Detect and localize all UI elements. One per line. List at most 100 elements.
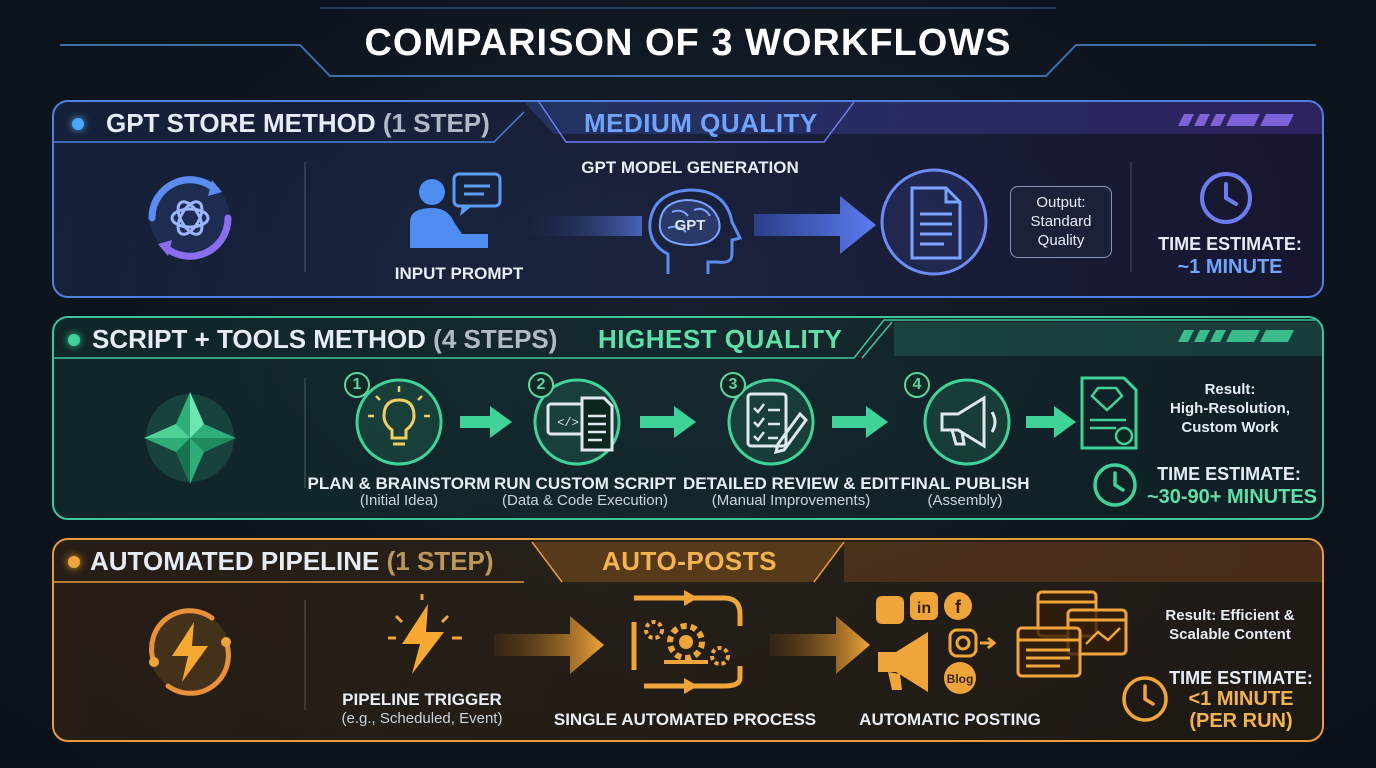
step-1-lightbulb-icon: [355, 378, 443, 466]
content-windows-icon: [1016, 590, 1128, 678]
script-clock-icon: [1093, 463, 1137, 507]
input-prompt-label: INPUT PROMPT: [394, 264, 524, 283]
gpt-status-dot: [72, 118, 84, 130]
script-result-line-1: Result:: [1204, 381, 1256, 398]
gpt-separator: [304, 162, 306, 272]
script-stripes: [1178, 330, 1294, 342]
gpt-store-row: GPT STORE METHOD (1 STEP) MEDIUM QUALITY…: [52, 100, 1324, 298]
auto-clock-icon: [1122, 676, 1168, 722]
auto-header-paren: (1 STEP): [386, 546, 494, 576]
svg-text:</>: </>: [557, 416, 579, 430]
process-label: SINGLE AUTOMATED PROCESS: [553, 710, 817, 729]
auto-time-value: <1 MINUTE: [1188, 688, 1294, 710]
blog-badge: [944, 662, 976, 694]
brain-head-icon: GPT: [648, 188, 743, 274]
twitter-icon: [876, 596, 904, 624]
social-megaphone-icon: in f Blog: [876, 592, 997, 694]
auto-header-bar: [54, 541, 1322, 583]
title-banner: COMPARISON OF 3 WORKFLOWS: [0, 0, 1376, 90]
script-arrow-end: [1042, 406, 1076, 438]
gpt-header-bar: [54, 102, 1322, 143]
certificate-diamond-icon: [1080, 376, 1138, 450]
auto-time-value-per-run: (PER RUN): [1189, 710, 1293, 732]
step-3-checklist-icon: [727, 378, 815, 466]
auto-arrow-2: [770, 616, 870, 674]
gpt-header-title: GPT STORE METHOD (1 STEP): [106, 108, 490, 139]
script-result-text: Result: High-Resolution, Custom Work: [1150, 380, 1310, 437]
posting-label: AUTOMATIC POSTING: [859, 710, 1041, 729]
step-2-label: RUN CUSTOM SCRIPT: [494, 474, 676, 493]
lightning-cycle-icon: [149, 608, 231, 696]
step-4-number: 4: [904, 372, 930, 398]
facebook-icon: [944, 592, 972, 620]
step-2-code-document-icon: </>: [533, 378, 621, 466]
gpt-arrow-2: [754, 196, 876, 254]
trigger-lightning-icon: [388, 594, 462, 674]
gpt-time-value: ~1 MINUTE: [1177, 256, 1283, 278]
brain-gpt-text: GPT: [675, 217, 706, 234]
title-frame: [60, 7, 1316, 77]
blog-badge-text: Blog: [947, 672, 974, 686]
openai-cycle-icon: [148, 176, 232, 260]
script-time-label: TIME ESTIMATE:: [1157, 464, 1301, 484]
auto-result-text: Result: Efficient & Scalable Content: [1146, 606, 1314, 644]
script-header-paren: (4 STEPS): [433, 324, 558, 354]
linkedin-icon: [910, 592, 938, 620]
gpt-quality-tag: MEDIUM QUALITY: [584, 108, 818, 138]
gpt-model-label: GPT MODEL GENERATION: [581, 158, 799, 177]
step-1-label: PLAN & BRAINSTORM: [307, 474, 491, 493]
document-output-icon: [880, 168, 988, 276]
automated-process-gears-icon: [631, 590, 743, 694]
step-1-sub: (Initial Idea): [359, 492, 439, 509]
auto-header-text: AUTOMATED PIPELINE: [90, 546, 380, 576]
auto-header-title: AUTOMATED PIPELINE (1 STEP): [90, 546, 494, 577]
trigger-label: PIPELINE TRIGGER: [342, 690, 502, 709]
script-result-line-3: Custom Work: [1181, 419, 1279, 436]
script-step-arrows: [460, 406, 1054, 438]
svg-text:in: in: [917, 600, 931, 617]
output-line-3: Quality: [1037, 232, 1085, 249]
script-header-text: SCRIPT + TOOLS METHOD: [92, 324, 426, 354]
user-chat-icon: [410, 172, 502, 248]
auto-separator: [304, 600, 306, 710]
output-line-2: Standard: [1030, 213, 1092, 230]
step-3-label: DETAILED REVIEW & EDIT: [683, 474, 899, 493]
step-4-sub: (Assembly): [927, 492, 1003, 509]
trigger-sub: (e.g., Scheduled, Event): [341, 710, 503, 727]
step-4-megaphone-icon: [923, 378, 1011, 466]
svg-text:f: f: [955, 597, 962, 617]
auto-quality-tag: AUTO-POSTS: [602, 546, 777, 576]
script-tools-row: SCRIPT + TOOLS METHOD (4 STEPS) HIGHEST …: [52, 316, 1324, 520]
auto-result-line-2: Scalable Content: [1169, 626, 1291, 643]
script-time-value: ~30-90+ MINUTES: [1146, 486, 1318, 508]
script-quality-tag: HIGHEST QUALITY: [598, 324, 843, 354]
output-line-1: Output:: [1036, 194, 1086, 211]
gpt-header-text: GPT STORE METHOD: [106, 108, 376, 138]
auto-arrow-1: [494, 616, 604, 674]
gpt-stripes: [1178, 114, 1294, 126]
green-gem-icon: [144, 392, 236, 484]
gpt-output-box: Output: Standard Quality: [1010, 186, 1112, 258]
script-result-line-2: High-Resolution,: [1170, 400, 1290, 417]
script-header-bar: [54, 319, 1322, 359]
automated-pipeline-row: AUTOMATED PIPELINE (1 STEP) AUTO-POSTS P…: [52, 538, 1324, 742]
auto-result-line-1: Result: Efficient &: [1165, 607, 1295, 624]
step-1-number: 1: [344, 372, 370, 398]
page-title: COMPARISON OF 3 WORKFLOWS: [364, 22, 1012, 64]
step-3-sub: (Manual Improvements): [711, 492, 871, 509]
gpt-separator-2: [1130, 162, 1132, 272]
script-status-dot: [68, 334, 80, 346]
auto-status-dot: [68, 556, 80, 568]
step-2-number: 2: [528, 372, 554, 398]
gpt-time-label: TIME ESTIMATE:: [1158, 234, 1302, 254]
script-separator: [304, 378, 306, 488]
gpt-clock-icon: [1200, 172, 1252, 224]
step-4-label: FINAL PUBLISH: [900, 474, 1030, 493]
step-3-number: 3: [720, 372, 746, 398]
auto-time-label: TIME ESTIMATE:: [1169, 668, 1313, 688]
script-header-title: SCRIPT + TOOLS METHOD (4 STEPS): [92, 324, 557, 355]
instagram-icon: [948, 628, 978, 658]
gpt-header-paren: (1 STEP): [382, 108, 490, 138]
step-2-sub: (Data & Code Execution): [502, 492, 668, 509]
gpt-arrow-1: [522, 216, 642, 236]
